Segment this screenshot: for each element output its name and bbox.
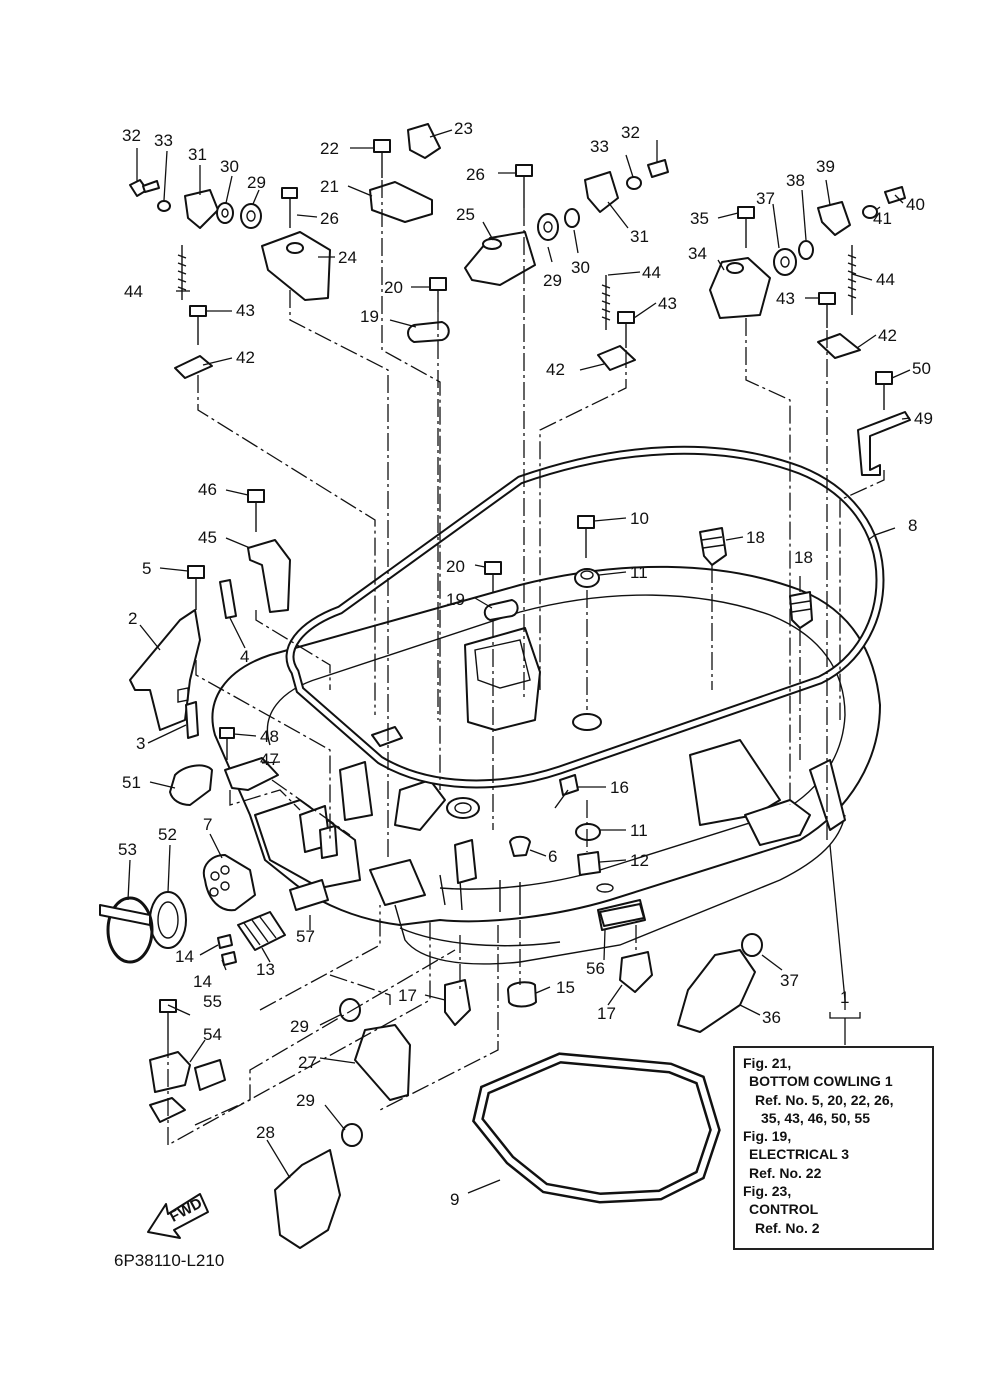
callout-9: 9 <box>450 1190 459 1209</box>
callout-20-upper: 20 <box>384 278 403 297</box>
callout-41: 41 <box>873 209 892 228</box>
callout-6: 6 <box>548 847 557 866</box>
callout-48: 48 <box>260 727 279 746</box>
callout-37-lower: 37 <box>780 971 799 990</box>
callout-5: 5 <box>142 559 151 578</box>
callout-55: 55 <box>203 992 222 1011</box>
callout-57: 57 <box>296 927 315 946</box>
callout-17-left: 17 <box>398 986 417 1005</box>
callout-30-left: 30 <box>220 157 239 176</box>
callout-28: 28 <box>256 1123 275 1142</box>
callout-43-right: 43 <box>776 289 795 308</box>
callout-7: 7 <box>203 815 212 834</box>
callout-15: 15 <box>556 978 575 997</box>
callout-4: 4 <box>240 647 249 666</box>
callout-26-right: 26 <box>466 165 485 184</box>
callout-44-mid: 44 <box>642 263 661 282</box>
callout-43-mid: 43 <box>658 294 677 313</box>
note-line: ELECTRICAL 3 <box>749 1146 850 1163</box>
callout-20-lower: 20 <box>446 557 465 576</box>
callout-33-right: 33 <box>590 137 609 156</box>
callout-29-lower-1: 29 <box>290 1017 309 1036</box>
callout-53: 53 <box>118 840 137 859</box>
callout-16: 16 <box>610 778 629 797</box>
callout-42-left: 42 <box>236 348 255 367</box>
callout-22: 22 <box>320 139 339 158</box>
callout-18-left: 18 <box>746 528 765 547</box>
callout-31-left: 31 <box>188 145 207 164</box>
note-line: Ref. No. 22 <box>749 1164 822 1181</box>
callout-32-right: 32 <box>621 123 640 142</box>
callout-51: 51 <box>122 773 141 792</box>
callout-29-left: 29 <box>247 173 266 192</box>
fwd-arrow: FWD <box>147 1193 209 1239</box>
callout-29-right: 29 <box>543 271 562 290</box>
callout-1: 1 <box>840 988 849 1007</box>
callout-10: 10 <box>630 509 649 528</box>
bottom-cowling <box>211 565 881 965</box>
callout-labels: 32 33 31 30 29 26 24 44 43 42 22 23 21 2… <box>114 119 933 1270</box>
note-line: Ref. No. 2 <box>755 1219 820 1236</box>
callout-3: 3 <box>136 734 145 753</box>
callout-32-left: 32 <box>122 126 141 145</box>
callout-56: 56 <box>586 959 605 978</box>
callout-14-lower: 14 <box>193 972 212 991</box>
callout-19-upper: 19 <box>360 307 379 326</box>
callout-37-upper: 37 <box>756 189 775 208</box>
callout-29-lower-2: 29 <box>296 1091 315 1110</box>
callout-43-left: 43 <box>236 301 255 320</box>
note-line: 35, 43, 46, 50, 55 <box>761 1109 870 1126</box>
callout-30-right: 30 <box>571 258 590 277</box>
cowling-seal-8 <box>285 445 885 789</box>
callout-19-lower: 19 <box>446 590 465 609</box>
callout-38: 38 <box>786 171 805 190</box>
note-line: Fig. 21, <box>743 1055 792 1071</box>
callout-34: 34 <box>688 244 707 263</box>
callout-25: 25 <box>456 205 475 224</box>
callout-18-right: 18 <box>794 548 813 567</box>
callout-11-upper: 11 <box>630 563 648 582</box>
callout-13: 13 <box>256 960 275 979</box>
callout-47: 47 <box>260 750 279 769</box>
callout-54: 54 <box>203 1025 222 1044</box>
callout-52: 52 <box>158 825 177 844</box>
callout-12: 12 <box>630 851 649 870</box>
callout-8: 8 <box>908 516 917 535</box>
callout-44-left: 44 <box>124 282 143 301</box>
callout-49: 49 <box>914 409 933 428</box>
note-line: Ref. No. 5, 20, 22, 26, <box>755 1091 894 1108</box>
reference-note-box: Fig. 21, BOTTOM COWLING 1 Ref. No. 5, 20… <box>733 1046 934 1250</box>
bottom-seal-9 <box>472 1052 721 1204</box>
callout-23: 23 <box>454 119 473 138</box>
callout-42-mid: 42 <box>546 360 565 379</box>
callout-27: 27 <box>298 1053 317 1072</box>
callout-24: 24 <box>338 248 357 267</box>
parts-hardware: FWD <box>99 123 911 1249</box>
callout-14-upper: 14 <box>175 947 194 966</box>
callout-31-right: 31 <box>630 227 649 246</box>
callout-33-left: 33 <box>154 131 173 150</box>
note-line: Fig. 23, <box>743 1183 792 1200</box>
callout-26-left: 26 <box>320 209 339 228</box>
callout-44-right: 44 <box>876 270 895 289</box>
callout-39: 39 <box>816 157 835 176</box>
callout-36: 36 <box>762 1008 781 1027</box>
callout-46: 46 <box>198 480 217 499</box>
callout-45: 45 <box>198 528 217 547</box>
callout-40: 40 <box>906 195 925 214</box>
callout-42-right: 42 <box>878 326 897 345</box>
callout-17-right: 17 <box>597 1004 616 1023</box>
callout-50: 50 <box>912 359 931 378</box>
part-code: 6P38110-L210 <box>114 1251 224 1270</box>
callout-11-lower: 11 <box>630 821 648 840</box>
note-line: Fig. 19, <box>743 1128 792 1145</box>
callout-21: 21 <box>320 177 339 196</box>
note-line: CONTROL <box>749 1201 819 1218</box>
callout-leaders <box>127 129 911 1194</box>
callout-35: 35 <box>690 209 709 228</box>
callout-2: 2 <box>128 609 137 628</box>
assembly-lines <box>167 180 885 1147</box>
note-line: BOTTOM COWLING 1 <box>749 1073 893 1090</box>
